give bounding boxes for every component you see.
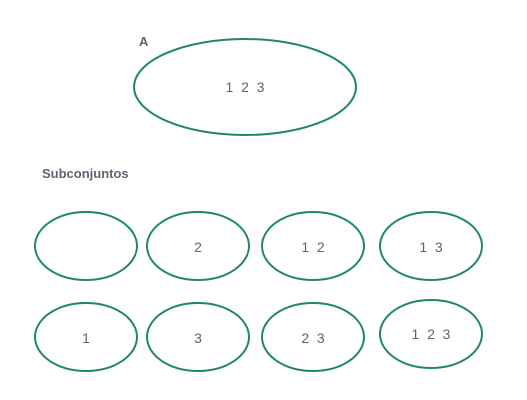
set-a-elements: 1 2 3	[226, 79, 265, 95]
subset-item: 1 2 3	[379, 299, 483, 369]
subset-item: 1	[34, 302, 138, 372]
subset-ellipse	[379, 299, 483, 369]
subsets-heading: Subconjuntos	[42, 166, 129, 181]
subset-ellipse-empty	[34, 211, 138, 281]
subset-ellipse	[34, 302, 138, 372]
subset-elements: 1 3	[419, 239, 443, 255]
subset-ellipse	[379, 211, 483, 281]
subset-item: 2	[146, 211, 250, 281]
subset-ellipse	[261, 211, 365, 281]
subset-elements: 1	[82, 330, 90, 346]
subset-item: 2 3	[261, 302, 365, 372]
set-a-ellipse	[133, 38, 357, 136]
subset-ellipse	[261, 302, 365, 372]
subset-item: 1 2	[261, 211, 365, 281]
subset-ellipse	[146, 302, 250, 372]
subset-item: 3	[146, 302, 250, 372]
subset-elements: 2	[194, 239, 202, 255]
subset-elements: 3	[194, 330, 202, 346]
subset-item: 1 3	[379, 211, 483, 281]
subset-elements: 1 2 3	[412, 326, 451, 342]
subset-item	[34, 211, 138, 281]
set-a-label: A	[139, 34, 149, 49]
subset-elements: 2 3	[301, 330, 325, 346]
subset-ellipse	[146, 211, 250, 281]
subset-elements: 1 2	[301, 239, 325, 255]
